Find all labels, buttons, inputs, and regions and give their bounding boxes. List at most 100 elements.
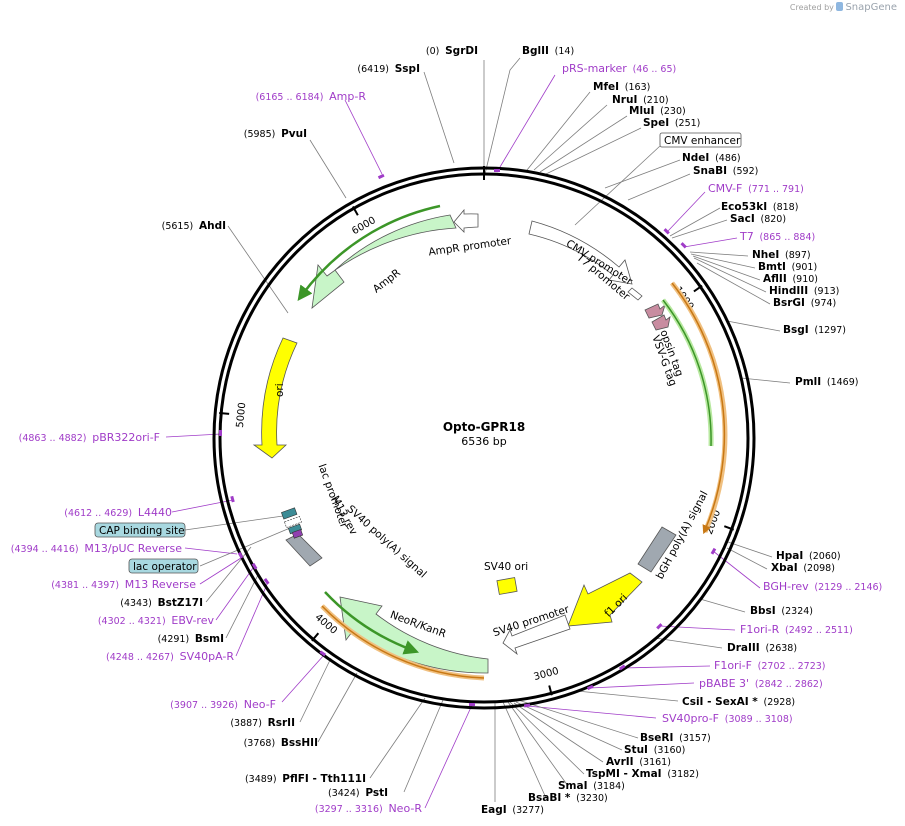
leader-bglii xyxy=(484,57,521,175)
site-saci: SacI (820) xyxy=(730,213,786,225)
annotation-name: Amp-R xyxy=(329,90,366,103)
annotation-position: (14) xyxy=(555,46,575,57)
annotation-name: AhdI xyxy=(199,220,226,232)
annotation-name: PflFI - Tth111I xyxy=(282,773,366,785)
primer-mark-ebvrev xyxy=(251,562,258,570)
primer-mark-sv40prof xyxy=(523,703,531,708)
annotation-position: (910) xyxy=(792,274,818,285)
leader-ampr-primer xyxy=(344,99,383,175)
leader-hpai xyxy=(727,541,773,558)
site-rsrii: (3887) RsrII xyxy=(230,717,295,729)
cmv-enhancer-box xyxy=(659,132,742,148)
annotation-position: (974) xyxy=(811,298,837,309)
leader-bsgi xyxy=(726,320,781,332)
annotation-name: BssHII xyxy=(281,737,318,749)
annotation-name: BbsI xyxy=(750,605,776,617)
annotation-position: (1469) xyxy=(827,377,859,388)
annotation-name: SspI xyxy=(395,63,420,75)
annotation-position: (897) xyxy=(785,250,811,261)
annotation-position: (2324) xyxy=(781,606,813,617)
feature-lac-promoter xyxy=(284,516,302,528)
leader-m13puc xyxy=(184,547,238,555)
leader-bsrgi xyxy=(696,262,771,305)
leader-neof xyxy=(281,654,325,703)
primer-f1ori-f: F1ori-F (2702 .. 2723) xyxy=(714,659,826,672)
site-sgrdi: (0) SgrDI xyxy=(426,45,478,57)
annotation-position: (2928) xyxy=(764,697,796,708)
site-bsmi: (4291) BsmI xyxy=(158,633,224,645)
annotation-position: (3768) xyxy=(244,738,276,749)
cap-binding-box xyxy=(94,522,186,538)
primer-mark-ampr xyxy=(377,173,385,180)
site-hindiii: HindIII (913) xyxy=(769,285,839,297)
site-bglii: BglII (14) xyxy=(522,45,574,57)
lac-operator-label: lac operator xyxy=(133,561,197,573)
primer-mark-f1orir xyxy=(656,623,663,630)
annotation-position: (3184) xyxy=(593,781,625,792)
primer-neo-r: (3297 .. 3316) Neo-R xyxy=(315,802,422,815)
site-snabi: SnaBI (592) xyxy=(693,165,758,177)
leader-mlui xyxy=(539,115,628,173)
primer-mark-f1orif xyxy=(618,664,626,671)
annotation-name: PvuI xyxy=(281,128,307,140)
annotation-position: (3277) xyxy=(512,805,544,816)
site-aflii: AflII (910) xyxy=(763,273,818,285)
annotation-position: (0) xyxy=(426,46,439,57)
primer-bgh-rev: BGH-rev (2129 .. 2146) xyxy=(763,580,882,593)
annotation-position: (2492 .. 2511) xyxy=(785,625,853,636)
site-bsrgi: BsrGI (974) xyxy=(773,297,836,309)
leader-smai xyxy=(507,701,569,787)
annotation-position: (2129 .. 2146) xyxy=(814,582,882,593)
primer-mark-prs xyxy=(494,169,500,172)
annotation-position: (4248 .. 4267) xyxy=(106,652,174,663)
features xyxy=(252,204,728,681)
leader-hindiii xyxy=(693,257,767,293)
leader-cmvenh xyxy=(574,145,661,226)
annotation-name: BmtI xyxy=(758,261,786,273)
leader-saci xyxy=(671,219,728,239)
leader-bseri xyxy=(517,699,639,739)
primer-m13-puc-reverse: (4394 .. 4416) M13/pUC Reverse xyxy=(11,542,182,555)
site-csii-sexai: CsiI - SexAI * (2928) xyxy=(682,696,795,708)
annotation-position: (901) xyxy=(792,262,818,273)
annotation-name: SnaBI xyxy=(693,165,727,177)
primer-pbabe-3: pBABE 3' (2842 .. 2862) xyxy=(699,677,823,690)
primer-t7: T7 (865 .. 884) xyxy=(739,230,815,243)
site-pmli: PmlI (1469) xyxy=(795,376,858,388)
ampr-orf-line xyxy=(297,204,441,302)
leader-tspmi xyxy=(509,701,585,775)
annotation-position: (592) xyxy=(733,166,759,177)
feature-m13-rev xyxy=(291,529,304,539)
leader-cmvf xyxy=(667,191,706,232)
leader-pmli xyxy=(740,377,791,384)
label-sv40-polya: SV40 poly(A) signal xyxy=(344,503,428,581)
annotation-name: BsmI xyxy=(195,633,224,645)
leader-t7 xyxy=(683,237,738,248)
site-bsabi: BsaBI * (3230) xyxy=(528,792,608,804)
leader-bsshii xyxy=(317,672,358,743)
leader-mfei xyxy=(526,91,591,171)
annotation-position: (4291) xyxy=(158,634,190,645)
site-sspi: (6419) SspI xyxy=(357,63,420,75)
feature-vsvg-tag xyxy=(651,314,671,331)
annotation-name: PstI xyxy=(365,787,388,799)
leader-ndei xyxy=(604,159,681,189)
label-ampr-promoter: AmpR promoter xyxy=(428,235,513,259)
annotation-name: pBABE 3' xyxy=(699,677,749,690)
annotation-name: F1ori-R xyxy=(740,623,780,636)
annotation-name: DraIII xyxy=(727,642,760,654)
primer-prs-marker: pRS-marker (46 .. 65) xyxy=(562,62,676,75)
leader-bmti xyxy=(690,253,756,269)
ring-markers xyxy=(219,169,717,708)
feature-cmv-promoter xyxy=(528,220,633,285)
leader-lines xyxy=(165,57,791,809)
orf-orange-bottom-core xyxy=(321,605,485,679)
leader-draiii xyxy=(654,637,723,649)
site-tspmi-xmai: TspMI - XmaI (3182) xyxy=(586,768,699,780)
leader-aflii xyxy=(692,255,761,281)
tick-mark xyxy=(219,411,230,415)
annotation-name: BsrGI xyxy=(773,297,805,309)
leader-rsrii xyxy=(299,657,332,723)
leader-csii xyxy=(576,690,679,702)
